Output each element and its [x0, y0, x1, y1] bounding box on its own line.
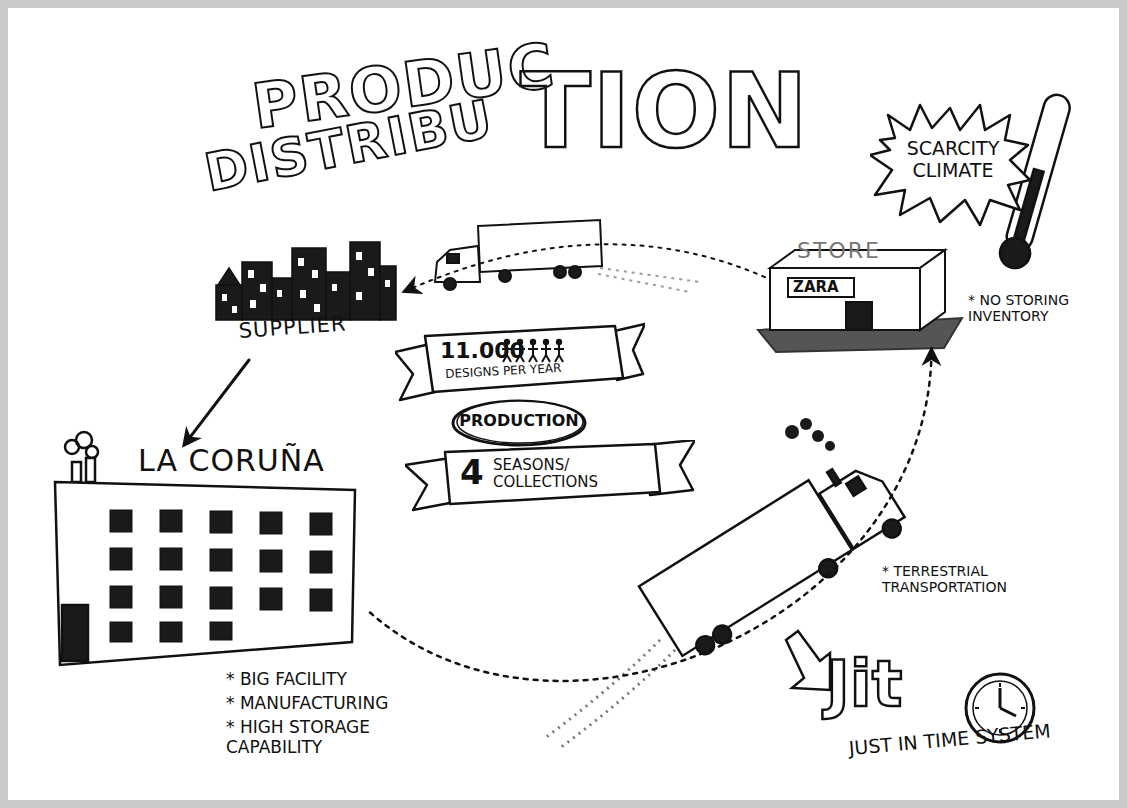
person-icon [556, 339, 562, 345]
city-skyline [216, 242, 396, 320]
note-text: * TERRESTRIAL TRANSPORTATION [882, 563, 1072, 595]
flow-arrow [405, 244, 765, 291]
outline-shape [870, 105, 1030, 225]
title-part: TION [520, 52, 809, 172]
factory-building: LA CORUÑA [50, 440, 370, 670]
note-text: * HIGH STORAGE CAPABILITY [226, 718, 406, 757]
node-label: SCARCITY CLIMATE [898, 138, 1008, 182]
note-text: * MANUFACTURING [226, 694, 388, 714]
ribbon-banner: 4 SEASONS/ COLLECTIONS [405, 440, 695, 515]
store-drawing [758, 250, 962, 352]
node-sublabel: ZARA [793, 279, 839, 296]
person-icon [530, 339, 536, 345]
factory-windows [110, 510, 332, 642]
flow-arrow [184, 360, 249, 445]
supplier-building: SUPPLIER [210, 235, 405, 360]
flow-arrow [370, 350, 932, 681]
burst-shape: SCARCITY CLIMATE [870, 100, 1035, 230]
outline-shape [425, 326, 623, 392]
jit-subtitle: JUST IN TIME SYSTEM [848, 720, 1052, 759]
production-oval: PRODUCTION [450, 398, 588, 448]
smoke [785, 418, 835, 451]
person-icon [528, 345, 538, 362]
node-label: SUPPLIER [238, 311, 347, 343]
node-label: PRODUCTION [450, 412, 588, 430]
node-sublabel: SEASONS/ COLLECTIONS [493, 457, 628, 492]
note-text: * NO STORING INVENTORY [968, 292, 1108, 324]
node-label: STORE [797, 238, 881, 263]
node-label: LA CORUÑA [138, 444, 325, 479]
ribbon-banner: 11.000DESIGNS PER YEAR [395, 322, 645, 404]
skyline-windows [222, 252, 390, 313]
person-icon [541, 345, 551, 362]
person-icon [554, 345, 564, 362]
node-label: 4 [460, 453, 484, 492]
jit-heading: Jit [826, 648, 902, 722]
outline-shape [445, 444, 660, 504]
person-icon [543, 339, 549, 345]
node-label: 11.000 [440, 338, 525, 363]
block-arrow [786, 631, 830, 690]
note-text: * BIG FACILITY [226, 670, 347, 690]
truck-top [435, 220, 700, 292]
tire-tracks [545, 640, 675, 748]
store-building: STORE ZARA [765, 238, 950, 350]
factory-drawing [55, 432, 355, 665]
